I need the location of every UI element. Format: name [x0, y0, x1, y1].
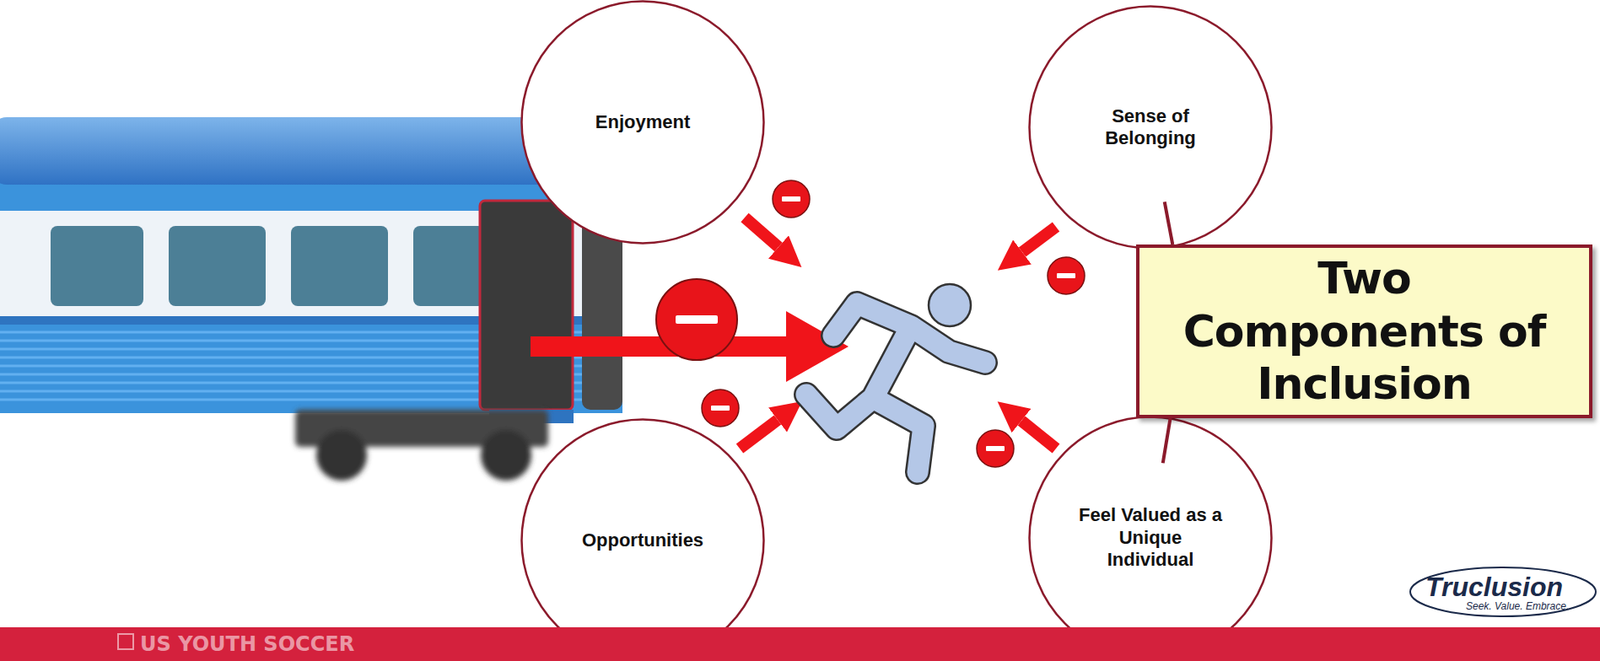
logo-tagline: Seek. Value. Embrace.	[1465, 600, 1569, 613]
train-window	[50, 226, 144, 307]
train-window	[413, 226, 485, 307]
minus-bar	[985, 446, 1005, 452]
circle-outline	[522, 420, 765, 661]
circle-label: Sense of Belonging	[1074, 105, 1227, 151]
logo-ellipse	[1410, 567, 1596, 617]
minus-sign	[656, 279, 738, 361]
footer-brand: US YOUTH SOCCER	[140, 632, 355, 657]
circle-outline	[1029, 417, 1272, 660]
negative-arrow	[739, 420, 778, 449]
circle-outline	[1029, 6, 1272, 249]
logo-wordmark: Truclusion	[1425, 571, 1563, 604]
minus-badge	[976, 430, 1014, 468]
minus-bar	[1056, 273, 1076, 279]
figure-head	[928, 284, 971, 327]
figure-limbs	[806, 303, 986, 473]
circle-label: Opportunities	[566, 529, 719, 552]
minus-badge	[772, 180, 810, 218]
minus-bar	[781, 196, 801, 202]
train-bogie	[295, 409, 549, 481]
circle-label: Feel Valued as a Unique Individual	[1074, 504, 1227, 572]
footer-band	[0, 627, 1600, 661]
component-circle: Feel Valued as a Unique Individual	[1028, 415, 1273, 661]
circle-outline	[522, 1, 765, 244]
minus-sign	[976, 430, 1014, 468]
train-door	[479, 200, 573, 410]
minus-sign	[1047, 257, 1085, 295]
minus-badge	[656, 279, 738, 361]
minus-bar	[711, 405, 730, 411]
leader-line	[1163, 418, 1171, 464]
minus-badge	[701, 389, 739, 427]
callout-box: Two Components of Inclusion	[1136, 244, 1593, 419]
train-window	[290, 226, 388, 307]
train-body	[0, 172, 623, 414]
callout-title: Two Components of Inclusion	[1166, 252, 1563, 410]
factor-circle: Enjoyment	[520, 0, 765, 245]
negative-arrow	[1022, 226, 1056, 253]
leader-line	[1164, 201, 1174, 245]
minus-sign	[701, 389, 739, 427]
component-circle: Sense of Belonging	[1028, 5, 1273, 250]
negative-arrow	[744, 217, 779, 248]
footer-icon	[118, 634, 134, 650]
factor-circle: Opportunities	[520, 418, 765, 661]
train-window	[168, 226, 266, 307]
circle-label: Enjoyment	[566, 111, 719, 134]
running-figure	[806, 284, 986, 473]
train-wheel	[480, 430, 532, 481]
train-wheel	[316, 430, 367, 481]
minus-bar	[675, 315, 718, 324]
figure-outline	[806, 303, 986, 473]
minus-sign	[772, 180, 810, 218]
negative-arrow	[1021, 420, 1056, 449]
minus-badge	[1047, 257, 1085, 295]
